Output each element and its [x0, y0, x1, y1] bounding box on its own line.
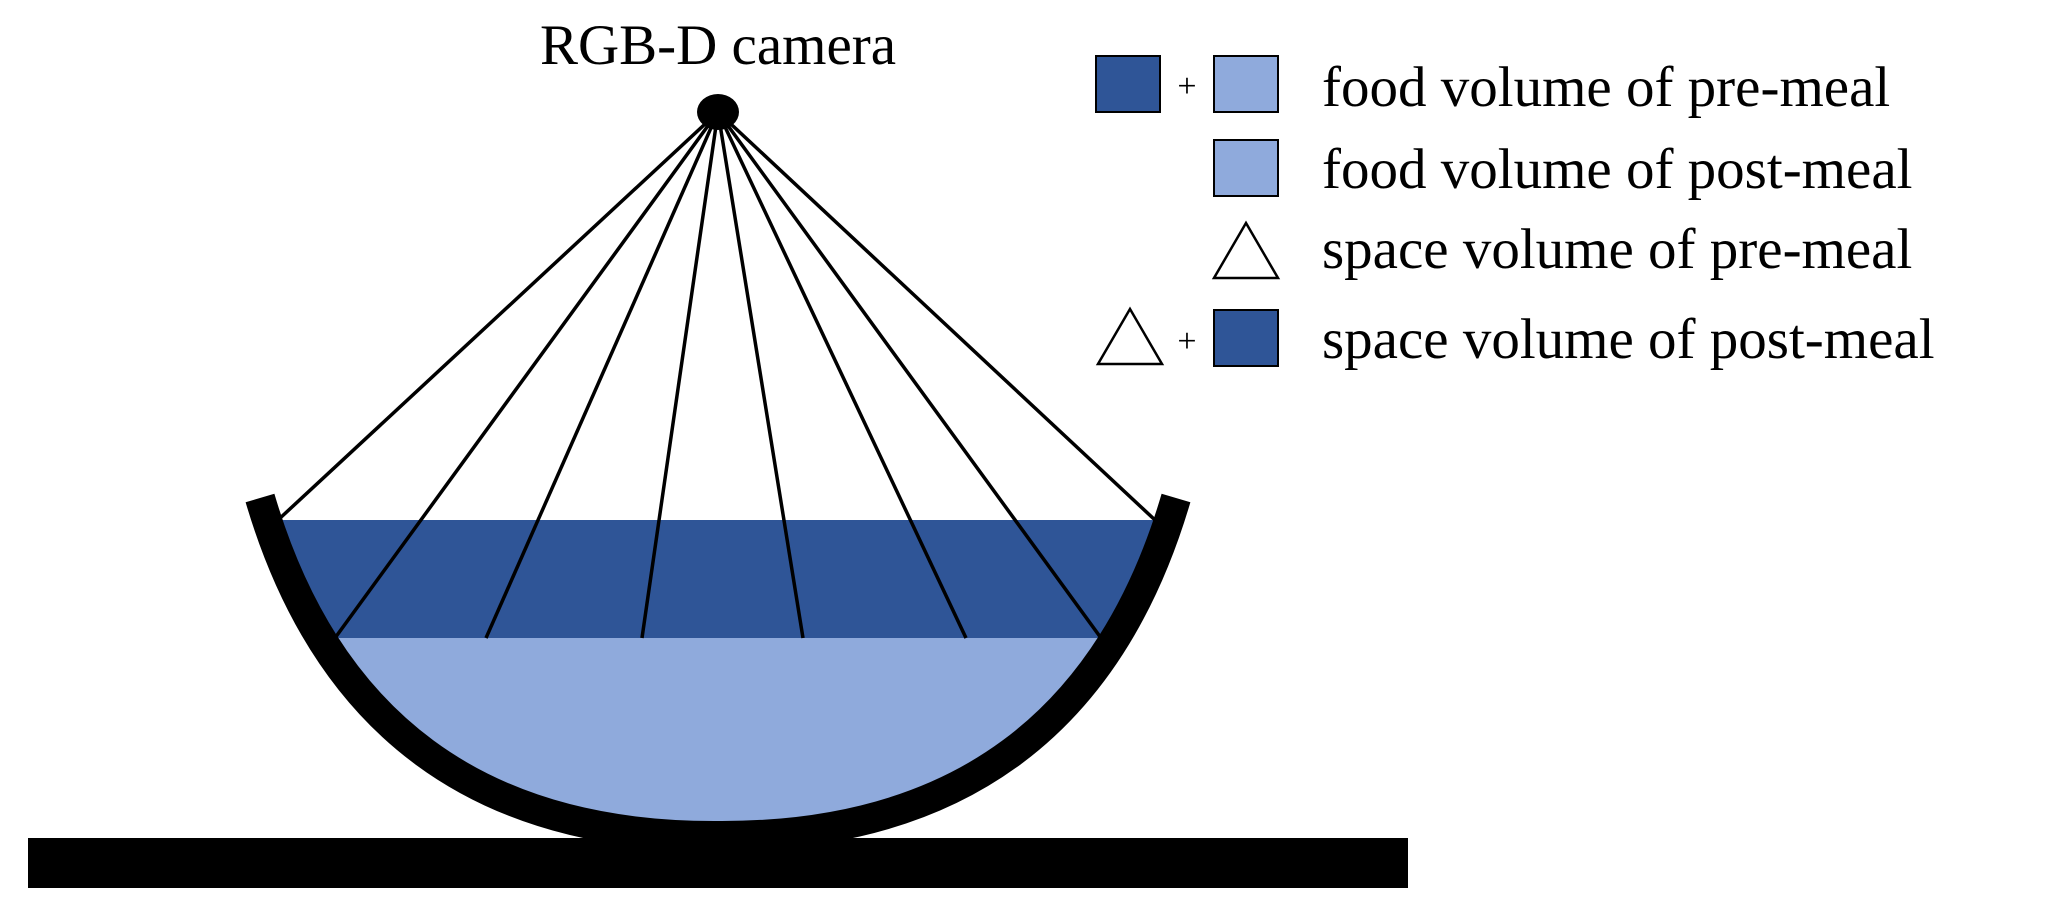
camera-ray — [716, 110, 1157, 522]
dark-square-symbol — [1095, 55, 1161, 113]
camera-rays — [276, 110, 1157, 640]
triangle-symbol — [1095, 306, 1165, 366]
legend-row-food-pre-meal: + food volume of pre-meal — [1095, 55, 1890, 119]
bowl — [245, 493, 1191, 852]
camera-ray — [716, 111, 968, 639]
legend-label: food volume of post-meal — [1322, 138, 1912, 201]
plus-sign: + — [1177, 323, 1196, 360]
dark-square-symbol — [1213, 309, 1279, 367]
legend-label: space volume of pre-meal — [1322, 218, 1912, 281]
legend-label: food volume of pre-meal — [1322, 56, 1890, 119]
camera-ray — [276, 110, 720, 522]
legend-row-food-post-meal: food volume of post-meal — [1213, 138, 1912, 201]
light-square-symbol — [1213, 55, 1279, 113]
camera-ray — [640, 111, 720, 639]
camera-label: RGB-D camera — [540, 14, 896, 77]
camera-dot — [697, 94, 739, 130]
light-square-symbol — [1213, 139, 1279, 197]
legend-row-space-pre-meal: space volume of pre-meal — [1211, 218, 1912, 281]
camera-ray — [484, 111, 720, 639]
legend-row-space-post-meal: + space volume of post-meal — [1095, 306, 1935, 371]
camera-ray — [716, 111, 805, 639]
plus-sign: + — [1177, 68, 1196, 105]
consumed-food-region — [268, 520, 1166, 638]
triangle-symbol — [1211, 220, 1281, 280]
legend-label: space volume of post-meal — [1322, 308, 1935, 371]
camera-ray — [716, 110, 1103, 640]
camera-ray — [333, 110, 720, 640]
legend: + food volume of pre-meal food volume of… — [1095, 55, 1935, 371]
